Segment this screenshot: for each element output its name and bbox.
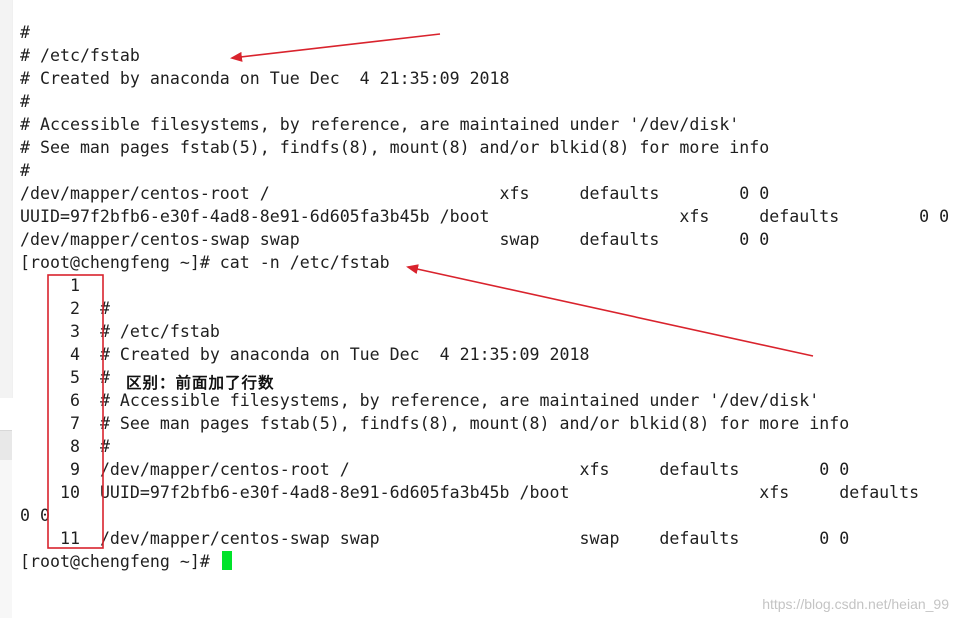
numbered-line: 3 # /etc/fstab bbox=[20, 322, 220, 341]
numbered-line: 7 # See man pages fstab(5), findfs(8), m… bbox=[20, 414, 850, 433]
left-window-tab bbox=[0, 430, 12, 462]
terminal-line: # See man pages fstab(5), findfs(8), mou… bbox=[20, 138, 770, 157]
left-window-edge bbox=[0, 0, 13, 398]
numbered-line: 2 # bbox=[20, 299, 110, 318]
arrow-to-fstab-header bbox=[230, 33, 441, 62]
terminal-line: /dev/mapper/centos-swap swap swap defaul… bbox=[20, 230, 770, 249]
terminal-line: /dev/mapper/centos-root / xfs defaults 0… bbox=[20, 184, 770, 203]
terminal-prompt: [root@chengfeng ~]# bbox=[20, 552, 220, 571]
terminal-line: # Created by anaconda on Tue Dec 4 21:35… bbox=[20, 69, 510, 88]
terminal-line: # bbox=[20, 23, 30, 42]
terminal-line: # bbox=[20, 92, 30, 111]
numbered-line: 11 /dev/mapper/centos-swap swap swap def… bbox=[20, 529, 850, 548]
numbered-line: 4 # Created by anaconda on Tue Dec 4 21:… bbox=[20, 345, 590, 364]
numbered-line: 6 # Accessible filesystems, by reference… bbox=[20, 391, 820, 410]
terminal-line: # Accessible filesystems, by reference, … bbox=[20, 115, 740, 134]
annotation-note: 区别：前面加了行数 bbox=[126, 374, 275, 392]
terminal-line: # bbox=[20, 161, 30, 180]
terminal-cursor bbox=[221, 551, 232, 570]
terminal-prompt-line[interactable]: [root@chengfeng ~]# bbox=[20, 550, 232, 573]
numbered-line: 9 /dev/mapper/centos-root / xfs defaults… bbox=[20, 460, 850, 479]
watermark: https://blog.csdn.net/heian_99 bbox=[762, 596, 949, 612]
left-window-edge-lower bbox=[0, 460, 12, 618]
terminal-line: # /etc/fstab bbox=[20, 46, 140, 65]
wrapped-line: 0 0 bbox=[20, 506, 50, 525]
numbered-line: 8 # bbox=[20, 437, 110, 456]
numbered-line: 10 UUID=97f2bfb6-e30f-4ad8-8e91-6d605fa3… bbox=[20, 483, 920, 502]
terminal-line: UUID=97f2bfb6-e30f-4ad8-8e91-6d605fa3b45… bbox=[20, 207, 950, 226]
terminal-command-line: [root@chengfeng ~]# cat -n /etc/fstab bbox=[20, 253, 390, 272]
numbered-line: 5 # bbox=[20, 368, 110, 387]
numbered-line: 1 bbox=[20, 276, 100, 295]
